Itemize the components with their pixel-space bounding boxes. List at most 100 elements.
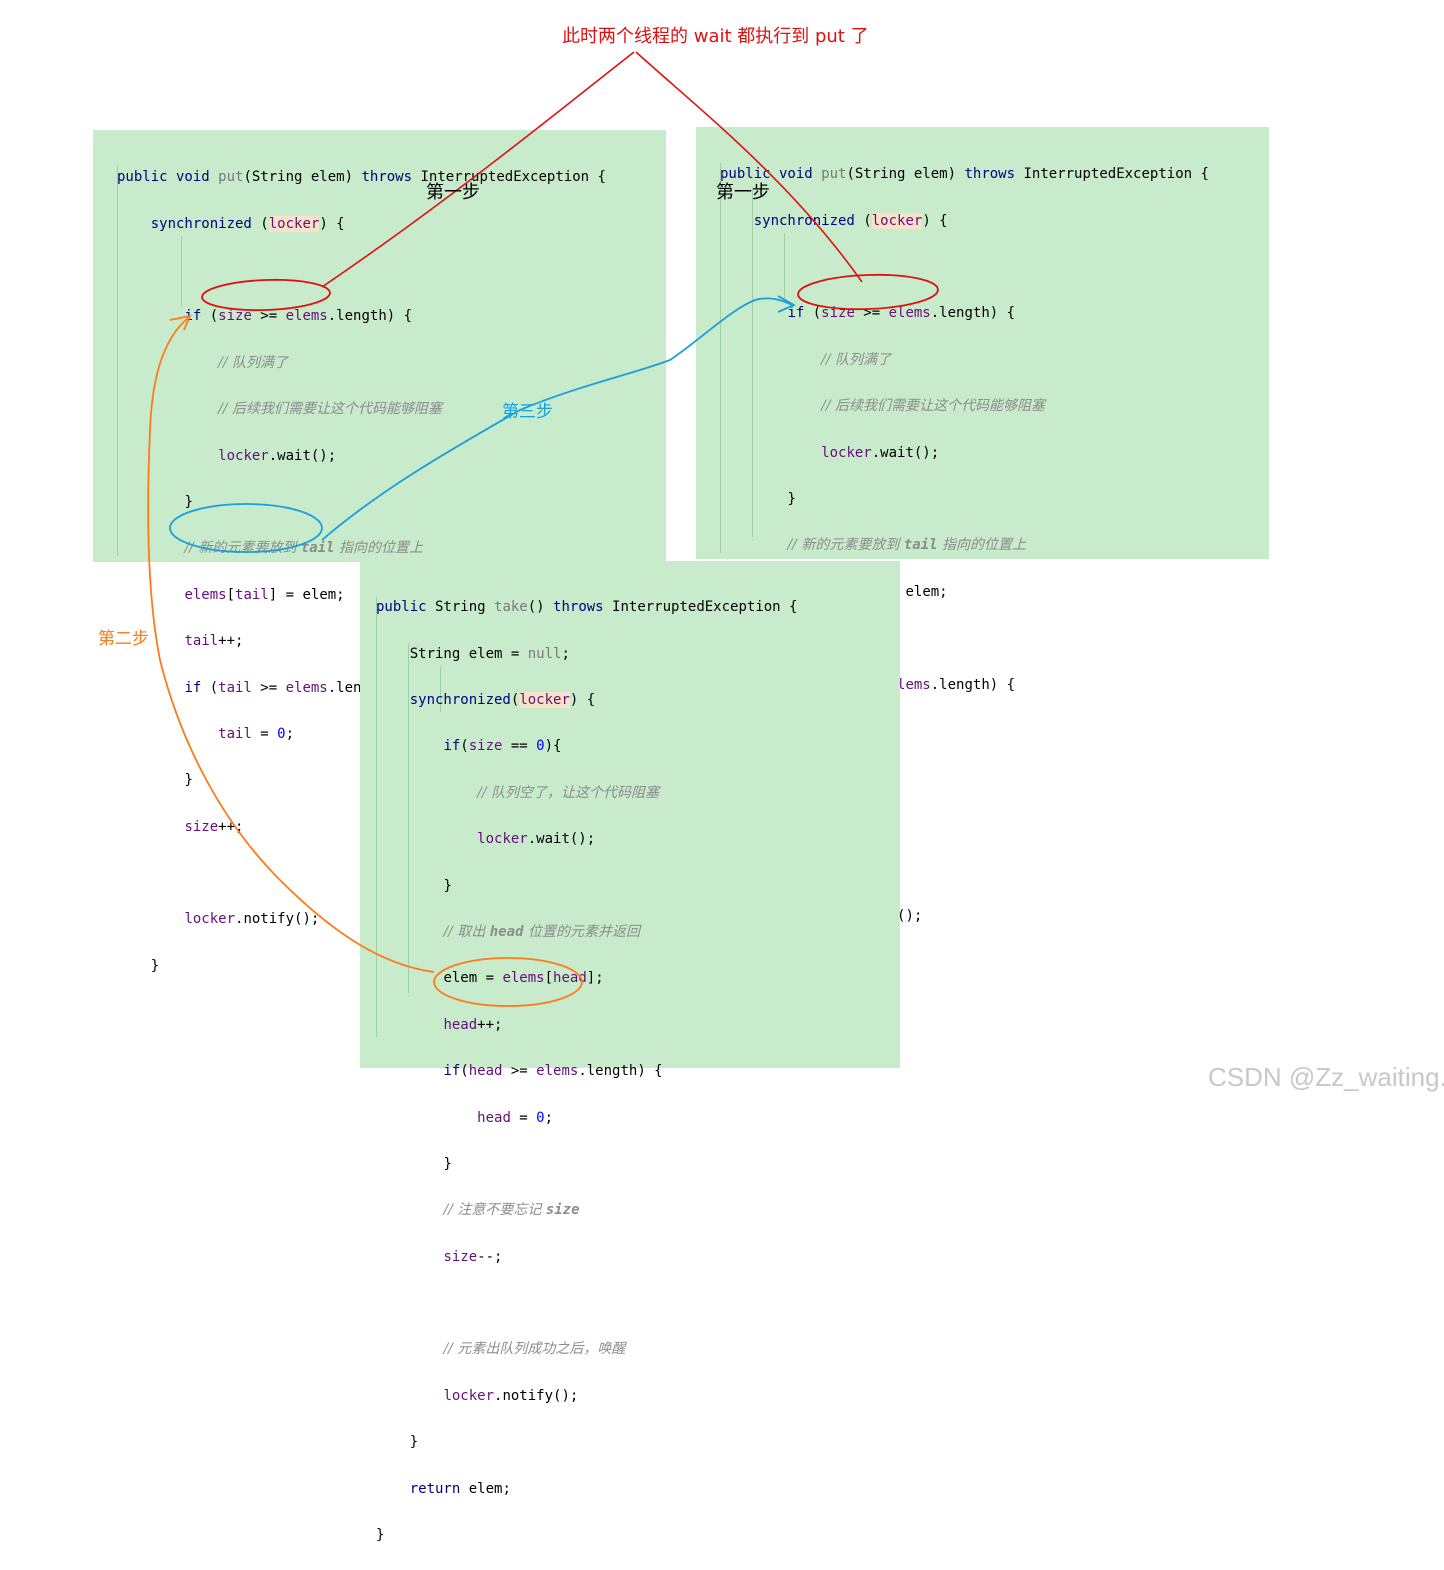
code-token: ( [251,215,269,232]
red-pointer-line [635,51,863,283]
code-token: locker [519,691,570,708]
code-token: return [409,1480,461,1497]
indent-guide [117,166,118,556]
orange-highlight-circle [433,957,583,1007]
code-token: ; [561,645,570,662]
code-token: throws [361,169,413,186]
code-comment: // 后续我们需要让这个代码能够阻塞 [821,398,1046,415]
code-token: locker [821,444,872,461]
code-token: locker [218,447,269,464]
code-token: ( [460,738,469,755]
indent-guide [440,666,441,712]
code-token: ]; [586,970,604,987]
code-line: public void put(String elem) throws Inte… [720,163,1209,186]
code-token: .wait(); [527,831,596,848]
code-token: elem = [443,970,503,987]
code-token: ( [854,212,872,229]
code-token: ++; [477,1016,503,1033]
code-token: } [443,1155,452,1172]
code-token: String elem = [409,645,528,662]
code-comment: tail [300,540,335,557]
code-token: tail [218,725,252,742]
code-token: throws [964,166,1016,183]
code-token: synchronized [753,212,855,229]
code-token: } [184,493,193,510]
code-comment: head [489,923,524,940]
code-line: } [376,1524,797,1547]
code-comment: // 队列满了 [821,351,892,368]
code-token: ( [201,679,219,696]
code-token: >= [502,1063,537,1080]
title-annotation: 此时两个线程的 wait 都执行到 put 了 [562,26,869,47]
code-comment: // 队列满了 [218,354,289,371]
indent-guide [752,187,753,537]
step2-label: 第二步 [98,629,149,649]
code-line: locker.wait(); [376,828,797,851]
code-line [376,1292,797,1315]
code-token: ( [804,305,822,322]
code-token: } [409,1434,419,1451]
red-pointer-line [321,51,635,288]
code-line: public void put(String elem) throws Inte… [117,166,606,189]
code-line: String elem = null; [376,643,797,666]
code-token: synchronized [150,215,252,232]
code-line: public String take() throws InterruptedE… [376,596,797,619]
code-token: .length) { [930,676,1016,693]
code-line: if(head >= elems.length) { [376,1060,797,1083]
code-line: tail++; [117,630,606,653]
code-token: ) { [319,215,345,232]
code-comment: 位置的元素并返回 [523,923,640,940]
code-token: synchronized [409,691,511,708]
blue-highlight-circle [169,503,323,553]
code-token: (String elem) [846,166,965,183]
code-line: // 取出 head 位置的元素并返回 [376,921,797,944]
code-token: size [443,1248,478,1265]
code-token: = [251,725,278,742]
code-line: synchronized (locker) { [117,213,606,236]
code-token: null [527,645,562,662]
step3-label: 第三步 [502,402,553,422]
code-line: synchronized (locker) { [720,210,1209,233]
code-token: public void [117,169,219,186]
code-token: ++; [218,633,244,650]
blue-step-arrow [321,297,793,541]
code-token: size [468,738,503,755]
code-comment: 指向的位置上 [334,540,423,557]
code-token: ; [285,725,295,742]
code-token: .wait(); [268,447,337,464]
code-comment: // 后续我们需要让这个代码能够阻塞 [218,401,443,418]
indent-guide [181,236,182,306]
code-comment: tail [903,537,938,554]
code-line: locker.wait(); [720,442,1209,465]
code-token: 0 [536,1109,545,1126]
code-token: } [443,877,452,894]
code-token: 0 [277,725,286,742]
code-line: // 新的元素要放到 tail 指向的位置上 [720,534,1209,557]
put-method-panel-right [696,127,1269,559]
code-token: if [443,1063,461,1080]
step1-label-left: 第一步 [426,182,480,203]
code-token: if [443,738,461,755]
code-line: // 元素出队列成功之后，唤醒 [376,1338,797,1361]
code-token: ( [510,691,520,708]
watermark: CSDN @Zz_waiting. [1208,1062,1444,1092]
step1-label-right: 第一步 [716,182,770,203]
code-token: ; [544,1109,554,1126]
code-token: if [787,305,805,322]
code-line: synchronized(locker) { [376,689,797,712]
code-line: size--; [376,1246,797,1269]
code-token: tail [184,633,219,650]
code-line: tail = 0; [117,723,606,746]
code-line: // 后续我们需要让这个代码能够阻塞 [117,398,606,421]
code-token: InterruptedException { [412,169,606,186]
code-comment: // 新的元素要放到 [184,540,301,557]
code-token: ] = elem; [268,586,345,603]
code-line: } [117,769,606,792]
code-token: .length) { [578,1063,663,1080]
code-token: } [376,1527,385,1544]
code-line: // 队列空了，让这个代码阻塞 [376,782,797,805]
code-token: tail [235,586,269,603]
code-line: if(size == 0){ [376,735,797,758]
code-comment: // 注意不要忘记 [443,1202,546,1219]
code-comment: // 取出 [443,923,490,940]
